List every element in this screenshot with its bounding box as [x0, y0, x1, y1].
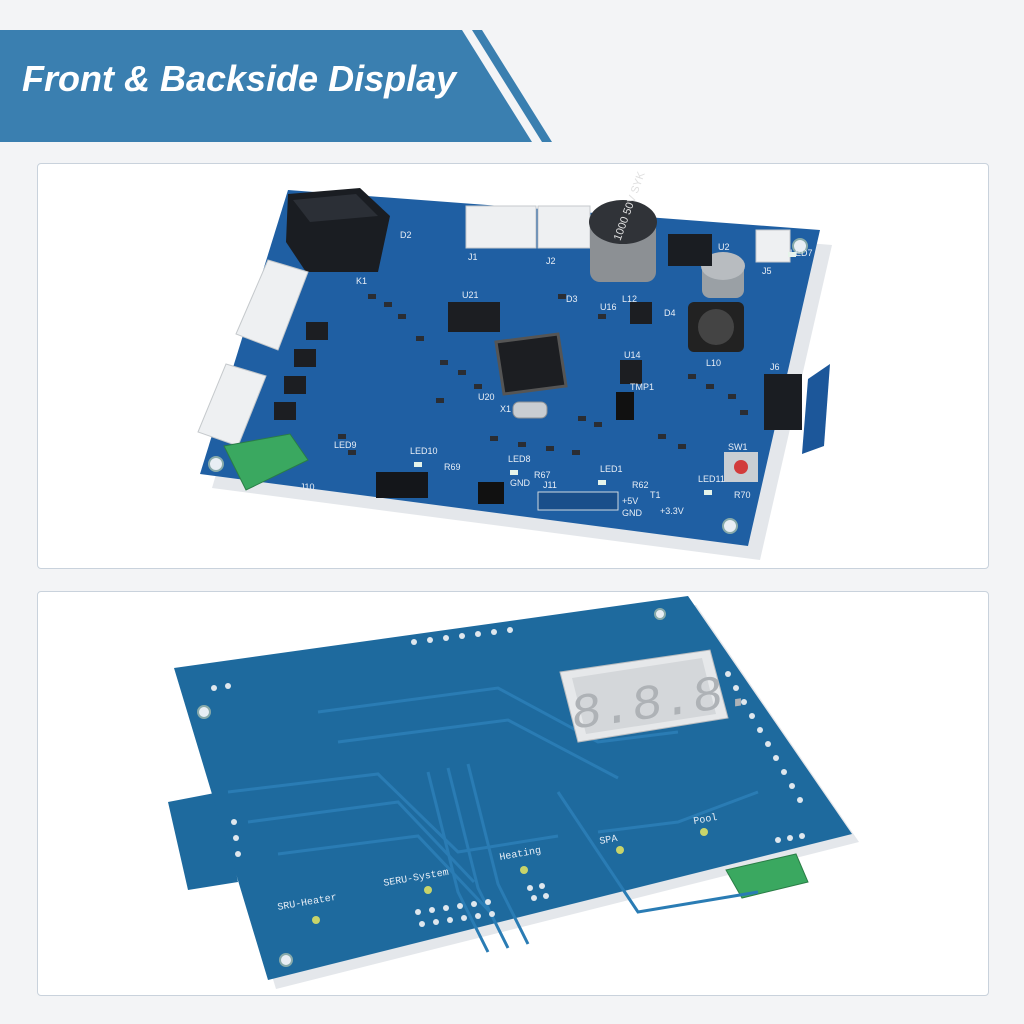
label-l12: L12 — [622, 294, 637, 304]
label-led11: LED11 — [698, 474, 725, 484]
banner-accent-stripe — [472, 30, 552, 142]
connector-j5 — [755, 229, 791, 263]
label-l10: L10 — [706, 358, 721, 368]
label-j2: J2 — [546, 256, 556, 266]
transistor — [284, 376, 306, 394]
label-k1: K1 — [356, 276, 367, 286]
banner-title: Front & Backside Display — [22, 58, 457, 99]
label-x1: X1 — [500, 404, 511, 414]
label-r69: R69 — [444, 462, 461, 472]
label-t1: T1 — [650, 490, 661, 500]
led — [704, 490, 712, 495]
label-j10: J10 — [300, 482, 315, 492]
front-silkscreen: J1 J2 J5 J6 J10 J11 LED7 LED8 LED9 LED10… — [300, 230, 813, 518]
led-hole — [616, 846, 624, 854]
inductor-top — [668, 234, 712, 266]
led-hole — [312, 916, 320, 924]
banner-shape — [0, 30, 552, 142]
connector-left-bottom — [197, 363, 267, 447]
label-u14: U14 — [624, 350, 641, 360]
label-gnd: GND — [622, 508, 643, 518]
label-gnd-header: GND — [510, 478, 531, 488]
transistor — [274, 402, 296, 420]
label-plus3v3: +3.3V — [660, 506, 684, 516]
label-d2: D2 — [400, 230, 412, 240]
label-plus5v: +5V — [622, 496, 638, 506]
front-pcb-tab — [802, 364, 830, 454]
green-terminal-block — [223, 433, 309, 491]
led — [510, 470, 518, 475]
mounting-hole — [279, 953, 293, 967]
relay-top — [293, 194, 378, 222]
back-board-image: 8.8.8. SRU-Hea — [168, 596, 859, 989]
pin-header-j6 — [764, 374, 802, 430]
back-green-terminal — [725, 853, 809, 899]
label-spa: SPA — [599, 834, 619, 848]
crystal-x1 — [512, 401, 548, 419]
connector-left-top — [235, 259, 309, 351]
capacitor-top — [589, 200, 657, 244]
back-view-panel: 8.8.8. SRU-Hea — [37, 591, 989, 996]
label-led10: LED10 — [410, 446, 438, 456]
front-board-image: 1000 50V SYK — [197, 170, 832, 560]
inductor-l10-core — [698, 309, 734, 345]
mounting-hole — [654, 608, 666, 620]
mounting-hole — [208, 456, 224, 472]
pin-holes — [211, 627, 805, 927]
led — [788, 252, 796, 257]
ic-small — [630, 302, 652, 324]
label-r62: R62 — [632, 480, 649, 490]
header-j11 — [537, 491, 619, 511]
label-j5: J5 — [762, 266, 772, 276]
label-j11: J11 — [543, 480, 557, 490]
label-tmp1: TMP1 — [630, 382, 654, 392]
label-led1: LED1 — [600, 464, 623, 474]
mounting-hole — [722, 518, 738, 534]
mounting-hole — [197, 705, 211, 719]
led-hole — [700, 828, 708, 836]
label-u21: U21 — [462, 290, 479, 300]
button-sw1-red — [734, 460, 748, 474]
label-d3: D3 — [566, 294, 578, 304]
transistor — [294, 349, 316, 367]
microcontroller — [494, 332, 568, 396]
label-r67: R67 — [534, 470, 551, 480]
header-gnd — [478, 482, 504, 504]
header-banner — [0, 30, 560, 142]
ic-u14 — [620, 360, 642, 384]
mounting-hole — [792, 238, 808, 254]
label-sw1: SW1 — [728, 442, 748, 452]
label-led9: LED9 — [334, 440, 357, 450]
label-u16: U16 — [600, 302, 617, 312]
connector-j1 — [465, 205, 537, 249]
label-j6: J6 — [770, 362, 780, 372]
seven-segment-face — [572, 658, 716, 734]
label-pool: Pool — [693, 812, 719, 828]
smd-components — [338, 294, 748, 455]
header-tmp1 — [616, 392, 634, 420]
label-u2: U2 — [718, 242, 730, 252]
front-view-panel: 1000 50V SYK — [37, 163, 989, 569]
label-led8: LED8 — [508, 454, 531, 464]
label-j1: J1 — [468, 252, 478, 262]
led-hole — [424, 886, 432, 894]
label-r70: R70 — [734, 490, 751, 500]
connector-black — [376, 472, 428, 498]
pcb-traces — [227, 686, 759, 953]
label-u20: U20 — [478, 392, 495, 402]
banner-background — [0, 30, 532, 142]
led — [598, 480, 606, 485]
connector-j2 — [537, 205, 591, 249]
label-d4: D4 — [664, 308, 676, 318]
led-hole — [520, 866, 528, 874]
ic-u21 — [448, 302, 500, 332]
label-led7: LED7 — [790, 248, 813, 258]
transistor — [306, 322, 328, 340]
led — [414, 462, 422, 467]
